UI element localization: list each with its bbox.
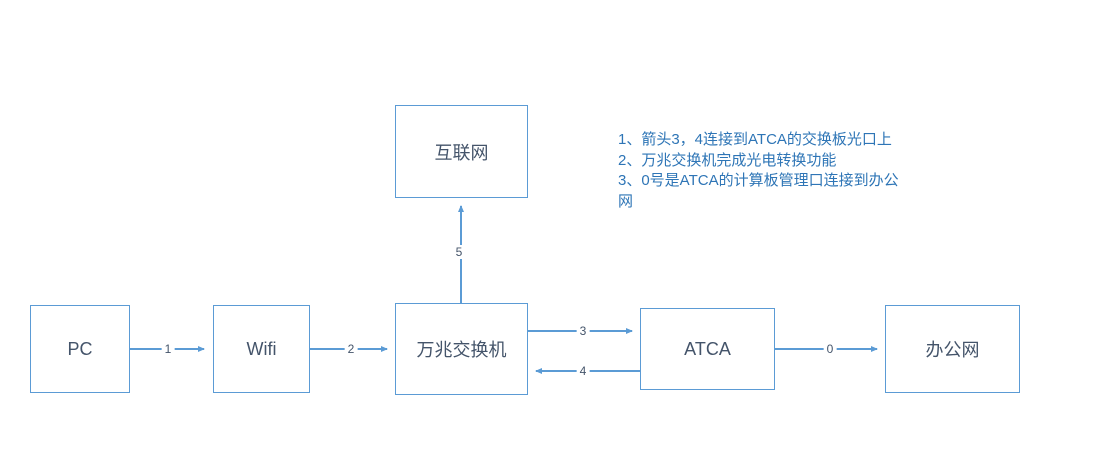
note-line-3: 3、0号是ATCA的计算板管理口连接到办公网 <box>618 172 899 210</box>
node-internet-label: 互联网 <box>434 142 489 163</box>
node-10g-switch-label: 万兆交换机 <box>416 340 507 360</box>
node-atca: ATCA <box>640 308 775 390</box>
note-line-2: 2、万兆交换机完成光电转换功能 <box>618 151 837 169</box>
node-pc: PC <box>30 305 130 393</box>
edge-label-1: 1 <box>161 342 175 356</box>
node-office-network: 办公网 <box>885 305 1020 393</box>
node-atca-label: ATCA <box>684 338 731 359</box>
edge-label-2: 2 <box>344 342 358 356</box>
edge-label-0: 0 <box>823 342 837 356</box>
notes-block: 1、箭头3，4连接到ATCA的交换板光口上 2、万兆交换机完成光电转换功能 3、… <box>618 130 906 212</box>
node-wifi: Wifi <box>213 305 310 393</box>
edge-label-4: 4 <box>576 364 590 378</box>
node-internet: 互联网 <box>395 105 528 198</box>
edge-label-5: 5 <box>452 245 466 259</box>
node-office-network-label: 办公网 <box>925 340 980 360</box>
edge-label-3: 3 <box>576 324 590 338</box>
node-10g-switch: 万兆交换机 <box>395 303 528 395</box>
note-line-1: 1、箭头3，4连接到ATCA的交换板光口上 <box>618 131 892 148</box>
node-wifi-label: Wifi <box>246 338 277 359</box>
node-pc-label: PC <box>67 338 93 359</box>
